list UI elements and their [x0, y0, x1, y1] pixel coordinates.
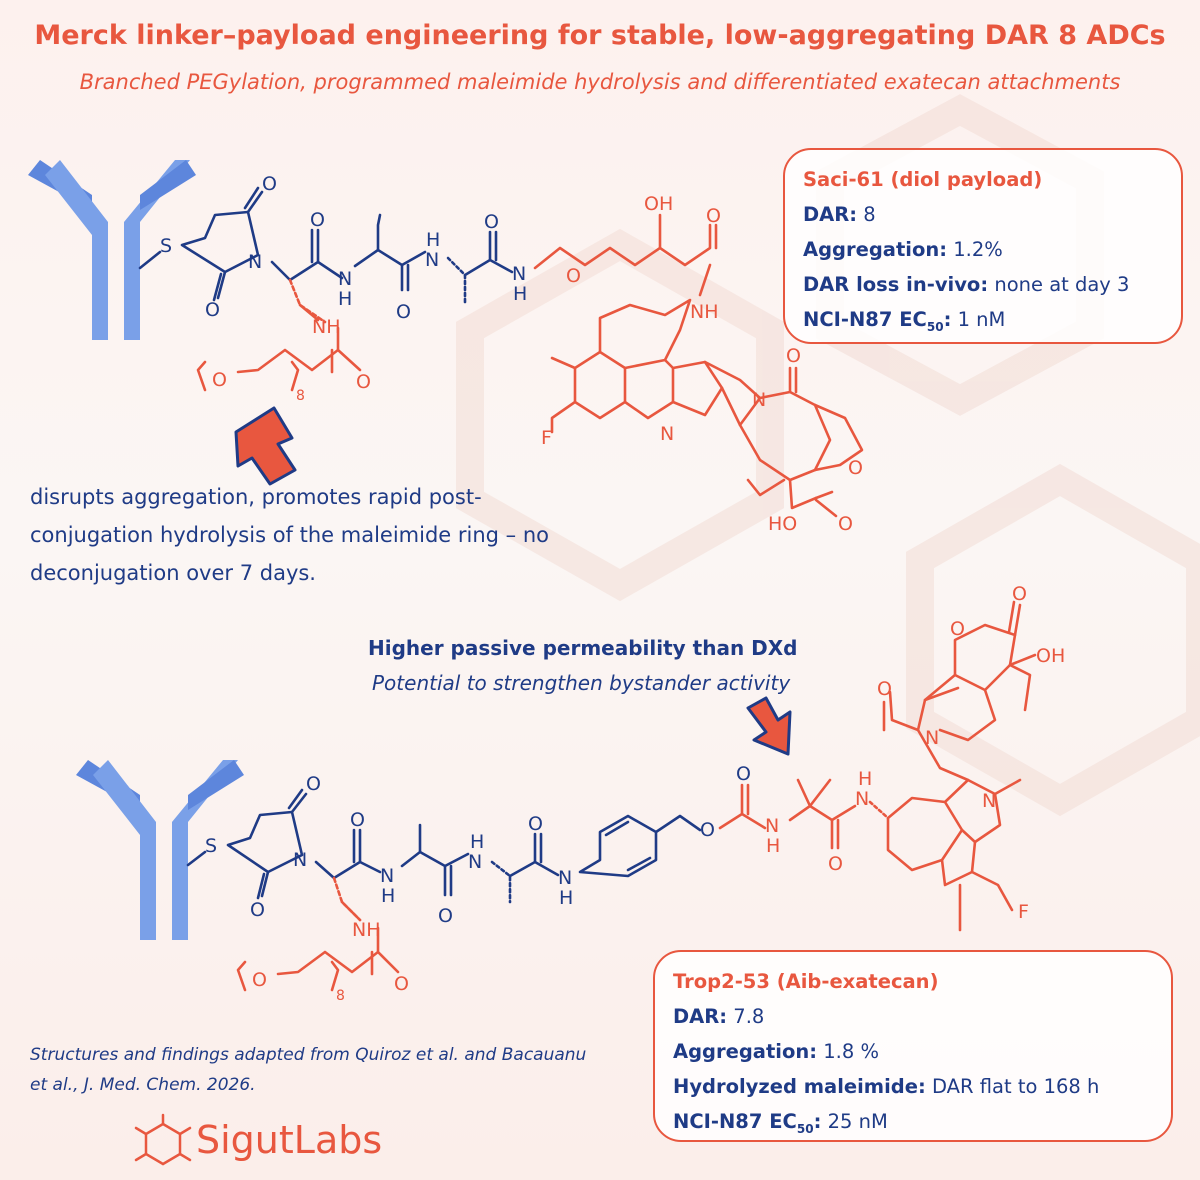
svg-text:N: N — [752, 389, 766, 411]
antibody-icon — [76, 760, 244, 940]
svg-text:O: O — [838, 513, 853, 535]
svg-text:O: O — [205, 299, 220, 321]
svg-text:H: H — [381, 885, 395, 907]
svg-text:O: O — [250, 899, 265, 921]
page-subtitle: Branched PEGylation, programmed maleimid… — [79, 70, 1121, 94]
svg-text:N: N — [558, 867, 572, 889]
svg-text:8: 8 — [296, 388, 305, 404]
saci61-structure: S O O N O N H O H N O N H O OH O NH NH O… — [28, 160, 864, 535]
svg-text:N: N — [925, 727, 939, 749]
saci61-title: Saci-61 (diol payload) — [803, 168, 1043, 191]
svg-text:O: O — [356, 371, 371, 393]
svg-text:N: N — [765, 815, 779, 837]
trop253-hydrolyzed: Hydrolyzed maleimide: DAR flat to 168 h — [673, 1075, 1100, 1098]
saci61-aggregation: Aggregation: 1.2% — [803, 238, 1003, 261]
down-arrow-icon — [746, 696, 792, 756]
trop253-structure: S O O N O N H O H N O N H O O N H O H N … — [76, 583, 1065, 1004]
svg-text:OH: OH — [644, 193, 673, 215]
svg-text:O: O — [566, 265, 581, 287]
svg-text:N: N — [855, 788, 869, 810]
svg-text:O: O — [706, 205, 721, 227]
svg-text:O: O — [310, 209, 325, 231]
svg-text:O: O — [438, 905, 453, 927]
svg-text:H: H — [426, 229, 440, 251]
svg-text:O: O — [396, 301, 411, 323]
svg-text:O: O — [394, 973, 409, 995]
hexagon-logo-icon — [134, 1113, 192, 1166]
svg-text:O: O — [262, 173, 277, 195]
antibody-icon — [28, 160, 196, 340]
svg-text:S: S — [205, 835, 217, 857]
svg-text:O: O — [828, 853, 843, 875]
svg-text:H: H — [470, 831, 484, 853]
svg-text:O: O — [848, 457, 863, 479]
trop253-ec50: NCI-N87 EC50: 25 nM — [673, 1110, 888, 1136]
svg-text:N: N — [293, 849, 307, 871]
saci61-dar: DAR: 8 — [803, 203, 876, 226]
svg-text:N: N — [982, 790, 996, 812]
svg-text:NH: NH — [690, 301, 719, 323]
svg-text:OH: OH — [1036, 645, 1065, 667]
svg-text:N: N — [512, 263, 526, 285]
svg-text:O: O — [484, 211, 499, 233]
reference-note: Structures and findings adapted from Qui… — [30, 1045, 587, 1095]
svg-text:NH: NH — [352, 919, 381, 941]
svg-text:O: O — [528, 813, 543, 835]
saci61-dar-loss: DAR loss in-vivo: none at day 3 — [803, 273, 1130, 296]
aggregation-note: disrupts aggregation, promotes rapid pos… — [30, 485, 549, 585]
svg-text:O: O — [306, 773, 321, 795]
permeability-subtitle: Potential to strengthen bystander activi… — [372, 671, 791, 695]
permeability-title: Higher passive permeability than DXd — [368, 636, 798, 660]
svg-text:F: F — [541, 427, 552, 449]
svg-text:S: S — [160, 235, 172, 257]
svg-text:O: O — [1012, 583, 1027, 605]
saci61-box: Saci-61 (diol payload) DAR: 8 Aggregatio… — [783, 148, 1183, 344]
svg-text:H: H — [766, 835, 780, 857]
svg-text:NH: NH — [312, 316, 341, 338]
trop253-aggregation: Aggregation: 1.8 % — [673, 1040, 880, 1063]
trop253-title: Trop2-53 (Aib-exatecan) — [673, 970, 939, 993]
svg-text:HO: HO — [768, 513, 797, 535]
trop253-dar: DAR: 7.8 — [673, 1005, 765, 1028]
svg-text:O: O — [212, 369, 227, 391]
svg-text:H: H — [513, 283, 527, 305]
svg-text:F: F — [1018, 901, 1029, 923]
svg-text:N: N — [660, 423, 674, 445]
svg-text:O: O — [736, 763, 751, 785]
svg-text:O: O — [350, 809, 365, 831]
svg-text:N: N — [248, 251, 262, 273]
svg-text:N: N — [338, 268, 352, 290]
saci61-ec50: NCI-N87 EC50: 1 nM — [803, 308, 1006, 334]
svg-text:N: N — [380, 865, 394, 887]
svg-text:N: N — [425, 249, 439, 271]
svg-text:O: O — [252, 969, 267, 991]
svg-text:O: O — [877, 678, 892, 700]
trop253-box: Trop2-53 (Aib-exatecan) DAR: 7.8 Aggrega… — [653, 950, 1173, 1142]
svg-text:N: N — [468, 851, 482, 873]
svg-text:O: O — [950, 618, 965, 640]
svg-text:H: H — [858, 768, 872, 790]
svg-text:H: H — [338, 288, 352, 310]
logo-text: SigutLabs — [196, 1118, 383, 1162]
up-arrow-icon — [234, 406, 297, 486]
page-title: Merck linker–payload engineering for sta… — [34, 20, 1166, 51]
svg-text:O: O — [700, 819, 715, 841]
svg-text:8: 8 — [336, 988, 345, 1004]
svg-text:O: O — [786, 345, 801, 367]
svg-text:H: H — [559, 887, 573, 909]
